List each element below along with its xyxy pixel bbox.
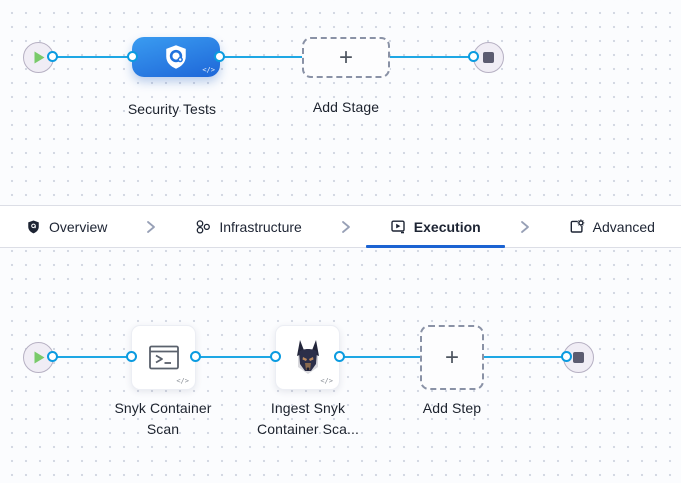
add-stage-button[interactable]: + <box>302 37 390 78</box>
step-label-ingest-snyk: Ingest Snyk Container Sca... <box>257 400 359 437</box>
tab-label: Execution <box>413 218 481 235</box>
port <box>561 351 572 362</box>
step-node-ingest-snyk[interactable]: </> <box>275 325 340 390</box>
tab-overview[interactable]: Overview <box>26 206 107 247</box>
stage-label: Security Tests <box>127 101 217 117</box>
port <box>190 351 201 362</box>
chevron-right-icon <box>340 220 352 234</box>
port <box>334 351 345 362</box>
nodes-cluster-icon <box>196 219 211 234</box>
tab-label: Infrastructure <box>219 218 302 235</box>
step-label-snyk-container-scan: Snyk Container Scan <box>114 400 212 437</box>
code-badge-icon: </> <box>202 66 215 74</box>
edge-step1-to-step2 <box>196 356 276 358</box>
chevron-right-icon <box>145 220 157 234</box>
port <box>126 351 137 362</box>
play-icon <box>34 51 44 64</box>
chevron-right-icon <box>519 220 531 234</box>
tab-infrastructure[interactable]: Infrastructure <box>195 206 302 247</box>
port <box>468 51 479 62</box>
tab-advanced[interactable]: Advanced <box>569 206 655 247</box>
terminal-icon <box>148 345 179 369</box>
stage-config-tabbar: Overview Infrastructure Execution <box>0 205 681 248</box>
play-icon <box>34 351 44 364</box>
box-gear-icon <box>570 218 585 233</box>
active-tab-underline <box>365 245 505 248</box>
shield-icon <box>28 219 39 233</box>
edge-addstep-to-end <box>484 356 567 358</box>
add-step-button[interactable]: + <box>420 325 484 390</box>
edge-start-to-stage <box>53 56 133 58</box>
port <box>47 51 58 62</box>
edge-start-to-step1 <box>53 356 132 358</box>
stage-node-security-tests[interactable]: </> <box>132 37 220 77</box>
step-node-snyk-container-scan[interactable]: </> <box>131 325 196 390</box>
stop-icon <box>483 52 494 63</box>
port <box>214 51 225 62</box>
edge-step2-to-addstep <box>340 356 421 358</box>
code-badge-icon: </> <box>320 377 333 385</box>
plus-icon: + <box>444 343 459 371</box>
port <box>127 51 138 62</box>
stop-icon <box>573 352 584 363</box>
code-badge-icon: </> <box>176 377 189 385</box>
add-stage-label: Add Stage <box>312 99 380 115</box>
play-box-icon <box>391 220 405 233</box>
port <box>47 351 58 362</box>
port <box>270 351 281 362</box>
add-step-label: Add Step <box>422 400 482 416</box>
snyk-doberman-icon <box>296 339 319 374</box>
edge-stage-to-addstage <box>220 56 304 58</box>
tab-label: Advanced <box>592 218 655 235</box>
edge-addstage-to-end <box>389 56 474 58</box>
tab-label: Overview <box>49 218 108 235</box>
tab-execution[interactable]: Execution <box>365 206 505 248</box>
plus-icon: + <box>338 43 353 71</box>
security-shield-icon <box>166 45 186 69</box>
